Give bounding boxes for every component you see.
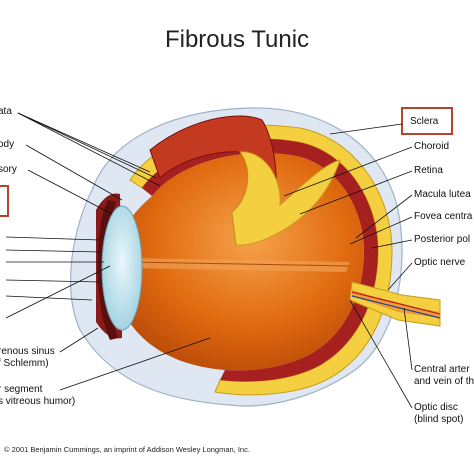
left-label-vitreous-humor: s vitreous humor) xyxy=(0,396,76,407)
left-label-colon: : xyxy=(0,290,1,302)
copyright-notice: © 2001 Benjamin Cummings, an imprint of … xyxy=(4,445,250,454)
right-leader-lines xyxy=(283,123,413,409)
left-label-zonule: ata xyxy=(0,106,12,117)
label-retina: Retina xyxy=(414,165,443,176)
left-leader-lines xyxy=(5,112,211,391)
page-title: Fibrous Tunic xyxy=(164,26,310,53)
label-sclera: Sclera xyxy=(410,116,439,127)
label-central-artery: Central arter xyxy=(414,364,470,375)
label-and-vein: and vein of th xyxy=(414,376,474,387)
label-posterior-pole: Posterior pol xyxy=(414,234,471,245)
sclera-flap xyxy=(231,151,341,246)
cut-plane xyxy=(126,258,350,272)
left-label-segment: r segment xyxy=(0,384,43,395)
central-vessel-blue xyxy=(351,295,441,319)
left-label-venous-sinus: renous sinus xyxy=(0,346,55,357)
label-fovea-centralis: Fovea centra xyxy=(414,211,473,222)
label-blind-spot: (blind spot) xyxy=(414,414,464,425)
left-label-ciliary-body: ody xyxy=(0,139,15,150)
left-label-schlemm: f Schlemm) xyxy=(0,358,49,369)
label-macula-lutea: Macula lutea xyxy=(414,189,471,200)
sclera-highlight-box xyxy=(401,107,453,135)
label-optic-nerve: Optic nerve xyxy=(414,257,466,268)
label-optic-disc: Optic disc xyxy=(414,402,458,413)
left-highlight-box xyxy=(0,185,9,217)
left-label-sensory: sory xyxy=(0,164,17,175)
label-choroid: Choroid xyxy=(414,141,450,152)
central-vessel-red xyxy=(351,291,441,315)
lens xyxy=(101,205,143,331)
